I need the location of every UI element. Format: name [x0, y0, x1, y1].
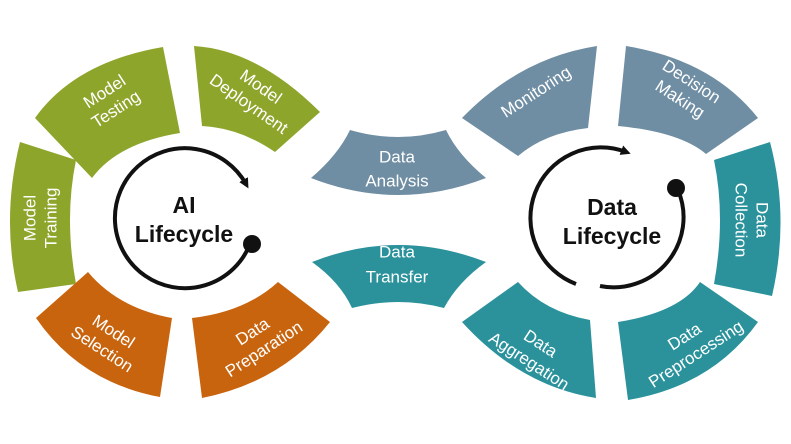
- data-lifecycle: Monitoring Decision Making Data Collecti…: [462, 46, 781, 400]
- ai-lifecycle-title-line1: AI: [173, 192, 196, 218]
- segment-label-line: Data: [379, 148, 415, 167]
- segment-decision-making-shape: [618, 46, 758, 154]
- segment-data-collection-shape: [714, 142, 781, 296]
- ai-lifecycle-title-line2: Lifecycle: [135, 221, 233, 247]
- segment-data-preparation: Data Preparation: [192, 282, 330, 398]
- data-lifecycle-title-line2: Lifecycle: [563, 223, 661, 249]
- segment-data-transfer-shape: [312, 245, 486, 308]
- segment-data-transfer: Data Transfer: [312, 243, 486, 308]
- data-cycle-arrow-icon: [528, 145, 631, 286]
- segment-data-aggregation: Data Aggregation: [462, 282, 596, 398]
- segment-label-line: Collection: [732, 183, 751, 258]
- segment-model-selection: Model Selection: [36, 272, 172, 397]
- segment-data-preprocessing-shape: [618, 282, 758, 400]
- ai-cycle-arrow-icon: [112, 146, 252, 291]
- segment-monitoring-shape: [462, 46, 597, 156]
- segment-model-selection-shape: [36, 272, 172, 397]
- segment-data-analysis-shape: [311, 130, 486, 195]
- segment-model-testing: Model Testing: [35, 47, 180, 178]
- segment-data-preprocessing: Data Preprocessing: [618, 282, 758, 400]
- segment-label-line: Transfer: [366, 268, 429, 287]
- data-lifecycle-title-line1: Data: [587, 194, 637, 220]
- segment-data-preparation-shape: [192, 282, 330, 398]
- segment-model-deployment: Model Deployment: [194, 46, 320, 152]
- segment-model-testing-shape: [35, 47, 180, 178]
- segment-label-line: Data: [379, 243, 415, 262]
- ai-lifecycle: Model Testing Model Deployment Model Tra…: [9, 46, 330, 398]
- bridge: Data Analysis Data Transfer: [311, 130, 486, 308]
- segment-model-training: Model Training: [9, 142, 77, 292]
- segment-label-line: Model: [21, 195, 40, 241]
- data-cycle-dot-icon: [667, 179, 685, 197]
- segment-label-line: Data: [753, 202, 772, 238]
- segment-decision-making: Decision Making: [618, 46, 758, 154]
- segment-label-line: Analysis: [365, 172, 428, 191]
- segment-monitoring: Monitoring: [462, 46, 597, 156]
- segment-model-training-shape: [9, 142, 77, 292]
- segment-model-deployment-shape: [194, 46, 320, 152]
- ai-cycle-dot-icon: [243, 235, 261, 253]
- segment-data-collection: Data Collection: [714, 142, 781, 296]
- data-cycle-arc: [599, 189, 686, 290]
- segment-data-aggregation-shape: [462, 282, 596, 398]
- segment-label-line: Training: [42, 188, 61, 249]
- segment-data-analysis: Data Analysis: [311, 130, 486, 195]
